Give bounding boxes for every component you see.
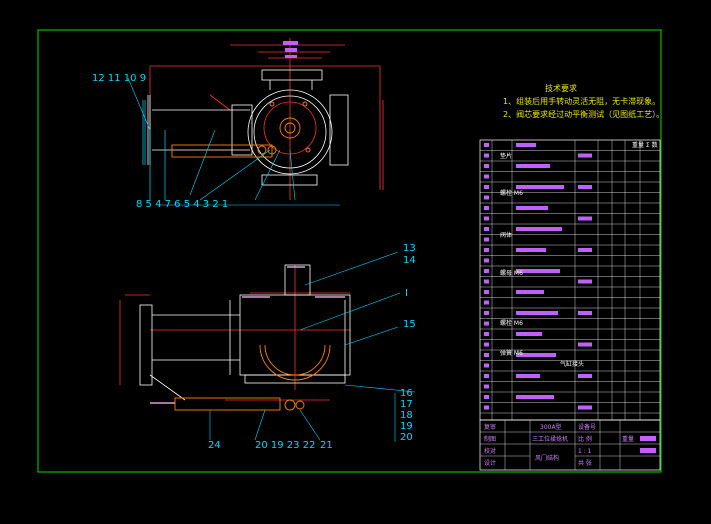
- bom-index-block: [484, 227, 489, 231]
- bom-material-block: [578, 342, 592, 347]
- bom-index-block: [484, 384, 489, 389]
- bom-index-block: [484, 206, 489, 210]
- bom-row-label-3: 阀体: [500, 231, 512, 239]
- bom-row-label-4: 螺母 M6: [500, 269, 523, 277]
- callout-14: 14: [403, 255, 416, 266]
- bom-name-block: [516, 248, 546, 252]
- bom-index-block: [484, 395, 489, 399]
- bom-row-label-2: 螺栓 M6: [500, 189, 523, 197]
- bom-index-block: [484, 269, 489, 273]
- bom-index-block: [484, 143, 489, 147]
- title-row1-left: 复审: [484, 423, 496, 431]
- bom-material-block: [578, 216, 592, 221]
- bom-index-block: [484, 332, 489, 336]
- tech-req-line2: 2、阀芯要求经过动平衡测试（见图纸工艺）。: [503, 109, 664, 119]
- bom-index-block: [484, 216, 489, 221]
- bom-material-block: [578, 153, 592, 158]
- bom-name-block: [516, 269, 560, 273]
- bom-row-label-6: 弹簧 M6: [500, 349, 523, 357]
- bom-name-block: [516, 290, 544, 294]
- bom-material-block: [578, 248, 592, 252]
- bom-name-block: [516, 395, 554, 399]
- callout-24: 24: [208, 440, 221, 451]
- bom-index-block: [484, 342, 489, 347]
- bom-material-block: [578, 185, 592, 189]
- callout-I: I: [405, 288, 408, 299]
- bom-index-block: [484, 258, 489, 263]
- top-view: 12 11 10 9 8 5 4 7 6 5 4 3 2 1: [92, 38, 384, 210]
- bom-material-block: [578, 374, 592, 378]
- bom-index-block: [484, 153, 489, 158]
- bom-name-block: [516, 185, 564, 189]
- bom-index-block: [484, 353, 489, 357]
- title-row3-mid: 1 : 1: [578, 448, 592, 455]
- bom-name-block: [516, 311, 558, 315]
- bom-index-block: [484, 237, 489, 242]
- bom-row-label-7: 气缸接头: [560, 360, 584, 368]
- bom-index-block: [484, 321, 489, 326]
- callout-13: 13: [403, 243, 416, 254]
- bom-material-block: [578, 311, 592, 315]
- drawing-border: [37, 29, 662, 473]
- bom-index-block: [484, 164, 489, 168]
- callout-19: 19: [400, 421, 413, 432]
- technical-requirements: 技术要求 1、组装后用手转动灵活无阻，无卡滞现象。 2、阀芯要求经过动平衡测试（…: [503, 83, 664, 119]
- bom-name-block: [516, 332, 542, 336]
- bom-material-block: [578, 405, 592, 410]
- title-block: 复审 300A型 设备号 制图 三工位揉捻机 比 例 重量 校对 1 : 1 设…: [479, 419, 661, 471]
- title-model: 300A型: [540, 423, 562, 431]
- callout-20: 20: [400, 432, 413, 443]
- front-view: 13 14 I 15 16 17 18 19 20 24 20 19 23 22…: [119, 243, 416, 451]
- callout-17: 17: [400, 399, 413, 410]
- bom-name-block: [516, 353, 556, 357]
- title-row4-mid: 共 张: [578, 459, 592, 467]
- bom-table: 垫片 螺栓 M6 阀体 螺母 M6 螺栓 M6 弹簧 M6 气缸接头 重量 Σ …: [479, 139, 661, 421]
- tech-req-title: 技术要求: [545, 83, 577, 93]
- top-view-part-numbers-bottom: 8 5 4 7 6 5 4 3 2 1: [136, 199, 228, 210]
- bom-index-block: [484, 300, 489, 305]
- title-row2-left: 制图: [484, 435, 496, 443]
- callout-16: 16: [400, 388, 413, 399]
- bom-material-block: [578, 279, 592, 284]
- title-row4-left: 设计: [484, 459, 496, 467]
- bom-index-block: [484, 195, 489, 200]
- bom-index-block: [484, 405, 489, 410]
- title-row3-left: 校对: [484, 447, 496, 455]
- bom-row-label-1: 垫片: [500, 152, 512, 160]
- bom-index-block: [484, 290, 489, 294]
- bom-index-block: [484, 374, 489, 378]
- callout-bottom-row: 20 19 23 22: [255, 440, 315, 451]
- bom-index-block: [484, 185, 489, 189]
- title-row2-mid: 比 例: [578, 435, 592, 443]
- title-drawing-name: 风门结构: [535, 454, 559, 462]
- bom-row-label-5: 螺栓 M6: [500, 319, 523, 327]
- bom-name-block: [516, 374, 540, 378]
- bom-index-block: [484, 248, 489, 252]
- bom-name-block: [516, 143, 536, 147]
- bom-index-block: [484, 279, 489, 284]
- top-view-part-numbers-left: 12 11 10 9: [92, 73, 146, 84]
- bom-index-block: [484, 363, 489, 368]
- tech-req-line1: 1、组装后用手转动灵活无阻，无卡滞现象。: [503, 96, 660, 106]
- bom-name-block: [516, 227, 562, 231]
- bom-name-block: [516, 164, 550, 168]
- bom-name-block: [516, 206, 548, 210]
- callout-15: 15: [403, 319, 416, 330]
- callout-18: 18: [400, 410, 413, 421]
- bom-header-qty: 重量 Σ 数: [632, 141, 658, 149]
- title-row2-right: 重量: [622, 435, 634, 443]
- title-device-code: 设备号: [578, 423, 596, 431]
- callout-21: 21: [320, 440, 333, 451]
- title-machine-name: 三工位揉捻机: [532, 435, 568, 443]
- bom-index-block: [484, 311, 489, 315]
- bom-index-block: [484, 174, 489, 179]
